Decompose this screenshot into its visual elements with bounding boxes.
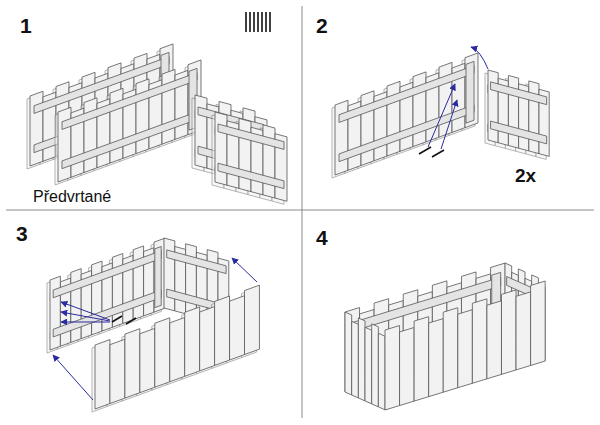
step-number: 3: [16, 222, 28, 245]
step-number: 2: [316, 14, 328, 37]
step3-parts: [47, 238, 259, 412]
step-number: 1: [20, 14, 32, 37]
step2-parts: [332, 53, 549, 178]
note-text: Předvrtané: [33, 188, 111, 206]
step1-parts: [27, 44, 287, 204]
assembly-arrows: [53, 258, 257, 400]
panel-divider: [6, 6, 594, 418]
quantity-label: 2x: [515, 166, 536, 187]
assembled-planter: [345, 263, 545, 410]
screw: [112, 316, 136, 324]
screws-icon: [246, 12, 270, 32]
screw: [419, 147, 444, 157]
assembly-arrows: [428, 47, 488, 149]
step-number: 4: [316, 226, 328, 249]
